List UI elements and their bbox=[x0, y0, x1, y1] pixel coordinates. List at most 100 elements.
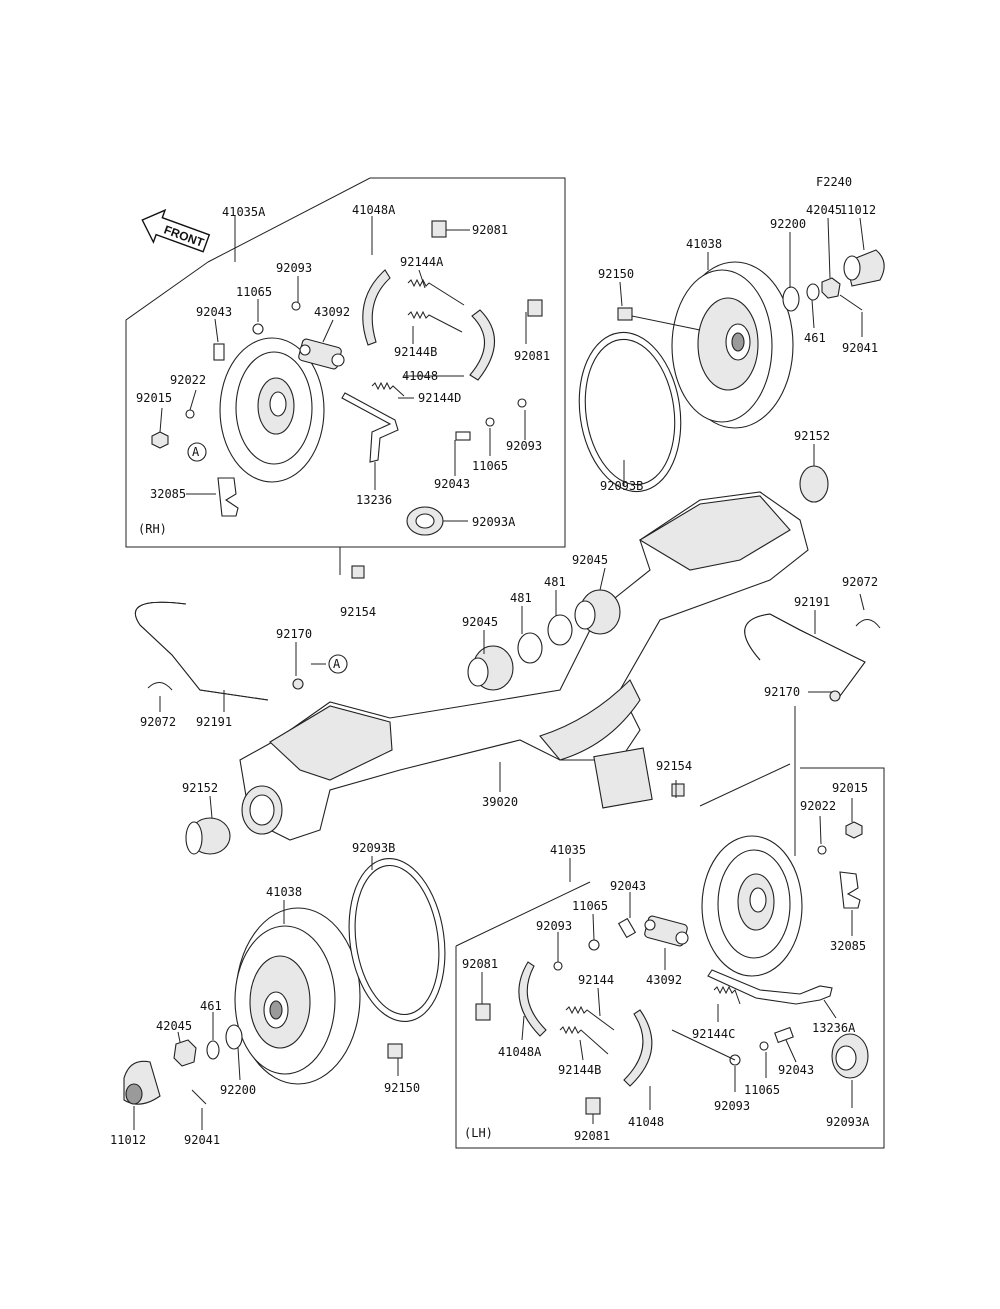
part-label-lh-32085: 32085 bbox=[830, 939, 866, 953]
part-label-rh-92022: 92022 bbox=[170, 373, 206, 387]
lh-brake-frame bbox=[455, 763, 885, 1149]
part-label-lh-92093a: 92093 bbox=[536, 919, 572, 933]
part-label-tr-41038: 41038 bbox=[686, 237, 722, 251]
part-label-lh-92144b: 92144B bbox=[558, 1063, 601, 1077]
part-label-lh-41048: 41048 bbox=[628, 1115, 664, 1129]
part-label-rh-32085: 32085 bbox=[150, 487, 186, 501]
part-label-rh-92015: 92015 bbox=[136, 391, 172, 405]
part-label-rh-92093a: 92093A bbox=[472, 515, 516, 529]
part-label-lh-92093b: 92093 bbox=[714, 1099, 750, 1113]
part-label-rh-43092: 43092 bbox=[314, 305, 350, 319]
bl-brake-drum-41038 bbox=[234, 907, 361, 1085]
part-label-lh-92043b: 92043 bbox=[778, 1063, 814, 1077]
rh-brake-panel bbox=[219, 337, 325, 483]
part-label-tr-92200: 92200 bbox=[770, 217, 806, 231]
lh-label: (LH) bbox=[464, 1126, 493, 1140]
part-label-ax-92170a: 92170 bbox=[276, 627, 312, 641]
part-label-ax-92045a: 92045 bbox=[572, 553, 608, 567]
part-label-ax-92154a: 92154 bbox=[340, 605, 376, 619]
bl-leaders bbox=[133, 856, 399, 1130]
part-label-tr-92041: 92041 bbox=[842, 341, 878, 355]
rh-brake-shoe-upper bbox=[362, 269, 391, 346]
part-label-ax-92154b: 92154 bbox=[656, 759, 692, 773]
part-label-rh-13236: 13236 bbox=[356, 493, 392, 507]
tr-seal-ring-92093B bbox=[578, 331, 682, 493]
lh-springs bbox=[559, 985, 741, 1055]
part-label-lh-92043a: 92043 bbox=[610, 879, 646, 893]
part-label-ax-92191a: 92191 bbox=[196, 715, 232, 729]
part-label-tr-92150: 92150 bbox=[598, 267, 634, 281]
bl-small-parts bbox=[123, 1024, 403, 1105]
part-label-ax-92045b: 92045 bbox=[462, 615, 498, 629]
part-label-ax-481a: 481 bbox=[544, 575, 566, 589]
part-label-bl-41038: 41038 bbox=[266, 885, 302, 899]
part-label-bl-42045: 42045 bbox=[156, 1019, 192, 1033]
rh-brake-shoe-lower bbox=[469, 309, 496, 381]
part-label-bl-92200: 92200 bbox=[220, 1083, 256, 1097]
axle-ref-a-text: A bbox=[333, 657, 341, 671]
part-label-lh-11065b: 11065 bbox=[744, 1083, 780, 1097]
part-label-rh-92144b: 92144B bbox=[394, 345, 437, 359]
part-label-bl-461: 461 bbox=[200, 999, 222, 1013]
part-label-tr-11012: 11012 bbox=[840, 203, 876, 217]
part-label-lh-92081b: 92081 bbox=[574, 1129, 610, 1143]
part-label-ax-92191b: 92191 bbox=[794, 595, 830, 609]
part-label-ax-481b: 481 bbox=[510, 591, 532, 605]
lh-leaders bbox=[481, 798, 853, 1124]
part-label-rh-92144a: 92144A bbox=[400, 255, 444, 269]
axle-leaders bbox=[159, 567, 865, 856]
part-label-tr-92093b: 92093B bbox=[600, 479, 643, 493]
part-label-tr-92152: 92152 bbox=[794, 429, 830, 443]
part-label-ax-92152: 92152 bbox=[182, 781, 218, 795]
part-label-rh-41048a: 41048A bbox=[352, 203, 396, 217]
part-label-lh-11065a: 11065 bbox=[572, 899, 608, 913]
part-label-lh-92144c: 92144C bbox=[692, 1027, 735, 1041]
part-label-ax-92072a: 92072 bbox=[140, 715, 176, 729]
axle-bushings bbox=[185, 589, 621, 855]
part-label-lh-92015: 92015 bbox=[832, 781, 868, 795]
rh-adjust-lever-13236 bbox=[341, 392, 399, 463]
part-label-rh-41048: 41048 bbox=[402, 369, 438, 383]
part-label-bl-92150: 92150 bbox=[384, 1081, 420, 1095]
part-label-ax-92072b: 92072 bbox=[842, 575, 878, 589]
part-label-lh-92022: 92022 bbox=[800, 799, 836, 813]
lh-wheel-cylinder bbox=[644, 915, 689, 947]
part-label-ax-92170b: 92170 bbox=[764, 685, 800, 699]
rh-label: (RH) bbox=[138, 522, 167, 536]
part-label-lh-43092: 43092 bbox=[646, 973, 682, 987]
rh-ref-a-text: A bbox=[192, 445, 200, 459]
axle-ref-a: A bbox=[328, 654, 348, 674]
rh-wheel-cylinder bbox=[298, 338, 345, 370]
part-label-rh-92144d: 92144D bbox=[418, 391, 461, 405]
rh-ref-a: A bbox=[187, 442, 207, 462]
part-label-lh-41048a: 41048A bbox=[498, 1045, 542, 1059]
part-label-lh-92093a: 92093A bbox=[826, 1115, 870, 1129]
lh-brake-panel bbox=[701, 835, 803, 977]
front-arrow-icon: FRONT bbox=[141, 208, 211, 253]
part-label-rh-92093b: 92093 bbox=[506, 439, 542, 453]
part-label-rh-92081b: 92081 bbox=[514, 349, 550, 363]
tr-brake-drum-41038 bbox=[671, 261, 794, 429]
part-label-bl-92093b: 92093B bbox=[352, 841, 395, 855]
tr-leaders bbox=[619, 217, 865, 486]
part-label-tr-42045: 42045 bbox=[806, 203, 842, 217]
part-label-rh-92043b: 92043 bbox=[434, 477, 470, 491]
part-label-lh-41035: 41035 bbox=[550, 843, 586, 857]
figure-code: F2240 bbox=[816, 175, 852, 189]
part-label-lh-92081a: 92081 bbox=[462, 957, 498, 971]
bl-seal-ring-92093B bbox=[348, 857, 446, 1023]
part-label-rh-11065a: 11065 bbox=[236, 285, 272, 299]
lh-brake-shoe-lower bbox=[623, 1009, 653, 1087]
part-label-lh-92144: 92144 bbox=[578, 973, 614, 987]
part-label-rh-92043a: 92043 bbox=[196, 305, 232, 319]
part-label-rh-11065b: 11065 bbox=[472, 459, 508, 473]
part-label-rh-92081a: 92081 bbox=[472, 223, 508, 237]
lh-brake-shoe-upper bbox=[518, 961, 547, 1037]
axle-housing-39020 bbox=[239, 491, 809, 841]
part-label-rh-41035a: 41035A bbox=[222, 205, 266, 219]
rh-springs bbox=[371, 278, 465, 397]
breather-hoses bbox=[134, 565, 881, 797]
lh-adjust-lever-13236A bbox=[707, 969, 833, 1005]
